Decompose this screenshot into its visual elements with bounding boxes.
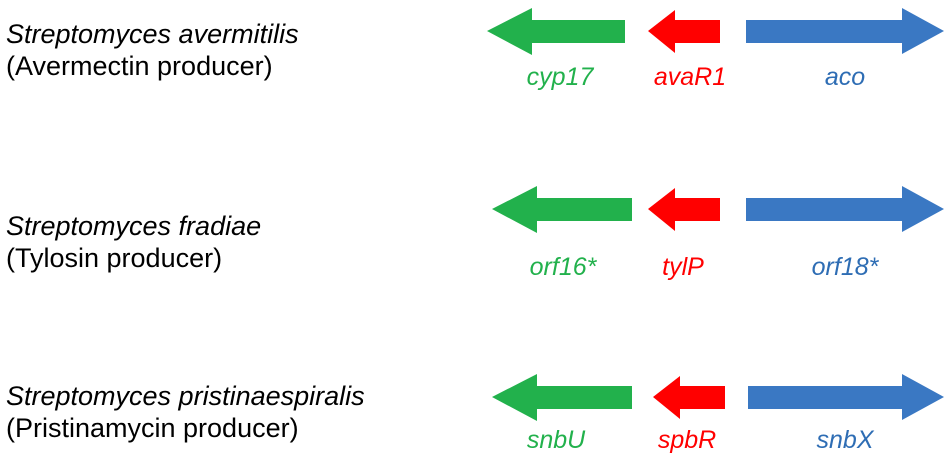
gene-arrow-aco bbox=[746, 8, 944, 54]
gene-label: avaR1 bbox=[653, 63, 727, 91]
gene-arrow-snbU bbox=[492, 374, 632, 421]
gene-arrow-avaR1 bbox=[648, 10, 720, 53]
gene-label: cyp17 bbox=[526, 63, 594, 91]
organism-row-3: Streptomyces pristinaespiralis (Pristina… bbox=[6, 380, 365, 444]
organism-product: (Tylosin producer) bbox=[6, 243, 223, 273]
organism-row-1: Streptomyces avermitilis (Avermectin pro… bbox=[6, 18, 299, 82]
gene-arrow-tylP bbox=[648, 188, 720, 231]
gene-label: orf16* bbox=[529, 253, 597, 281]
gene-arrow-orf18 bbox=[746, 186, 944, 232]
gene-label: spbR bbox=[657, 426, 717, 454]
organism-product: (Avermectin producer) bbox=[6, 51, 273, 81]
organism-name: Streptomyces fradiae bbox=[6, 211, 262, 241]
gene-arrow-cyp17 bbox=[487, 8, 625, 55]
gene-arrow-spbR bbox=[653, 376, 725, 419]
organism-row-2: Streptomyces fradiae (Tylosin producer) bbox=[6, 210, 261, 274]
gene-arrow-orf16 bbox=[492, 186, 632, 233]
gene-label: aco bbox=[824, 63, 866, 91]
gene-label: tylP bbox=[662, 253, 704, 281]
organism-name: Streptomyces avermitilis bbox=[6, 19, 299, 49]
gene-label: snbU bbox=[526, 426, 586, 454]
gene-label: snbX bbox=[816, 426, 874, 454]
organism-name: Streptomyces pristinaespiralis bbox=[6, 381, 365, 411]
gene-label: orf18* bbox=[811, 253, 879, 281]
organism-product: (Pristinamycin producer) bbox=[6, 413, 299, 443]
gene-arrow-snbX bbox=[748, 374, 944, 420]
